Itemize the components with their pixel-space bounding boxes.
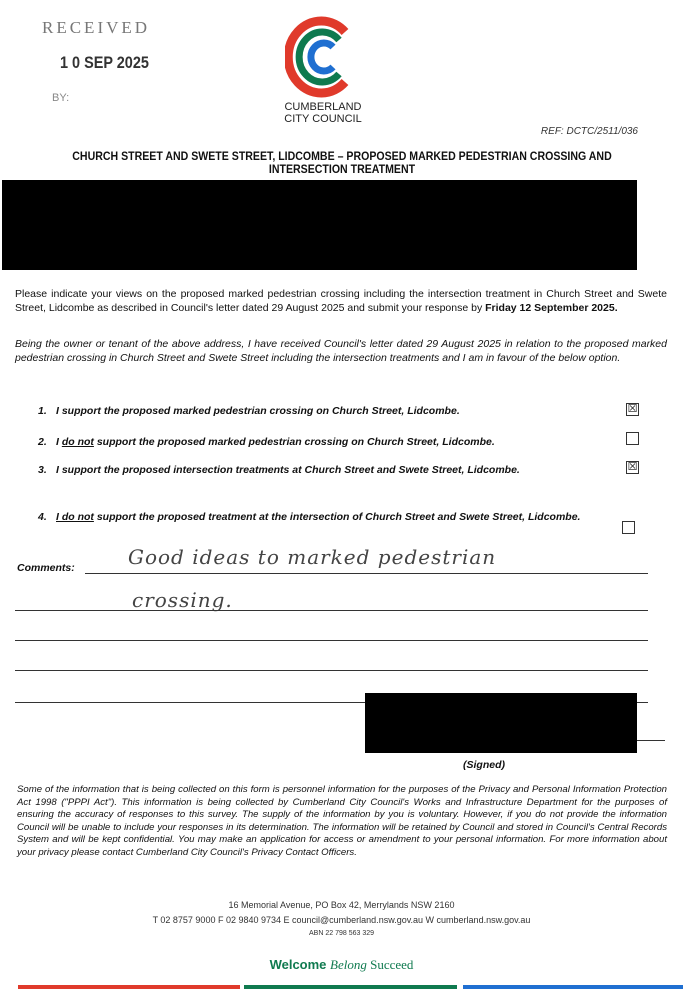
- council-logo-icon: [285, 16, 349, 98]
- slogan-succeed: Succeed: [370, 957, 414, 972]
- footer-bar-green: [244, 985, 457, 989]
- footer-abn: ABN 22 798 563 329: [309, 930, 374, 937]
- option-1: 1. I support the proposed marked pedestri…: [38, 405, 613, 418]
- option-number: 1.: [38, 405, 47, 417]
- comments-handwriting-line1[interactable]: Good ideas to marked pedestrian: [128, 545, 497, 569]
- document-title: CHURCH STREET AND SWETE STREET, LIDCOMBE…: [72, 151, 612, 176]
- redacted-address: [2, 180, 637, 270]
- signed-label: (Signed): [463, 759, 505, 771]
- privacy-notice: Some of the information that is being co…: [17, 784, 667, 858]
- option-text: support the proposed treatment at the in…: [93, 511, 581, 523]
- instructions: Please indicate your views on the propos…: [15, 287, 667, 315]
- stamp-by: BY:: [52, 92, 70, 104]
- option-number: 4.: [38, 511, 47, 523]
- council-name-line2: CITY COUNCIL: [284, 113, 362, 125]
- comments-label: Comments:: [17, 562, 75, 574]
- option-number: 3.: [38, 464, 47, 476]
- slogan: Welcome Belong Succeed: [0, 957, 683, 973]
- footer-bar-red: [18, 985, 240, 989]
- option-4: 4. I do not support the proposed treatmen…: [38, 503, 613, 531]
- option-text: support the proposed marked pedestrian c…: [93, 436, 495, 448]
- comment-line: [15, 670, 648, 671]
- slogan-welcome: Welcome: [269, 957, 331, 972]
- footer-bar-blue: [463, 985, 683, 989]
- option-3-checkbox[interactable]: ☒: [626, 461, 639, 474]
- option-3: 3. I support the proposed intersection tr…: [38, 464, 613, 477]
- footer-contact: T 02 8757 9000 F 02 9840 9734 E council@…: [152, 915, 531, 925]
- option-text: I: [56, 436, 62, 448]
- instructions-text: Please indicate your views on the propos…: [15, 288, 667, 314]
- comment-line: [15, 702, 648, 703]
- option-number: 2.: [38, 436, 47, 448]
- option-2: 2. I do not support the proposed marked p…: [38, 436, 613, 449]
- statement: Being the owner or tenant of the above a…: [15, 338, 667, 364]
- comment-line: [15, 640, 648, 641]
- option-2-checkbox[interactable]: [626, 432, 639, 445]
- redacted-signature: [365, 693, 637, 753]
- footer-address: 16 Memorial Avenue, PO Box 42, Merryland…: [228, 900, 455, 910]
- council-name-line1: CUMBERLAND: [284, 101, 362, 113]
- received-stamp: RECEIVED: [42, 18, 151, 37]
- council-name: CUMBERLAND CITY COUNCIL: [278, 101, 368, 125]
- deadline: Friday 12 September 2025.: [485, 302, 618, 314]
- comment-line: [85, 573, 648, 574]
- option-text: I support the proposed intersection trea…: [56, 464, 520, 476]
- option-1-checkbox[interactable]: ☒: [626, 403, 639, 416]
- option-text: I support the proposed marked pedestrian…: [56, 405, 460, 417]
- reference-number: REF: DCTC/2511/036: [540, 126, 638, 137]
- slogan-belong: Belong: [330, 957, 371, 972]
- comment-line: [15, 610, 648, 611]
- comments-handwriting-line2[interactable]: crossing.: [132, 588, 233, 612]
- option-emphasis: do not: [61, 436, 94, 448]
- stamp-date: 1 0 SEP 2025: [60, 53, 149, 72]
- option-4-checkbox[interactable]: [622, 521, 635, 534]
- option-emphasis: I do not: [56, 511, 94, 523]
